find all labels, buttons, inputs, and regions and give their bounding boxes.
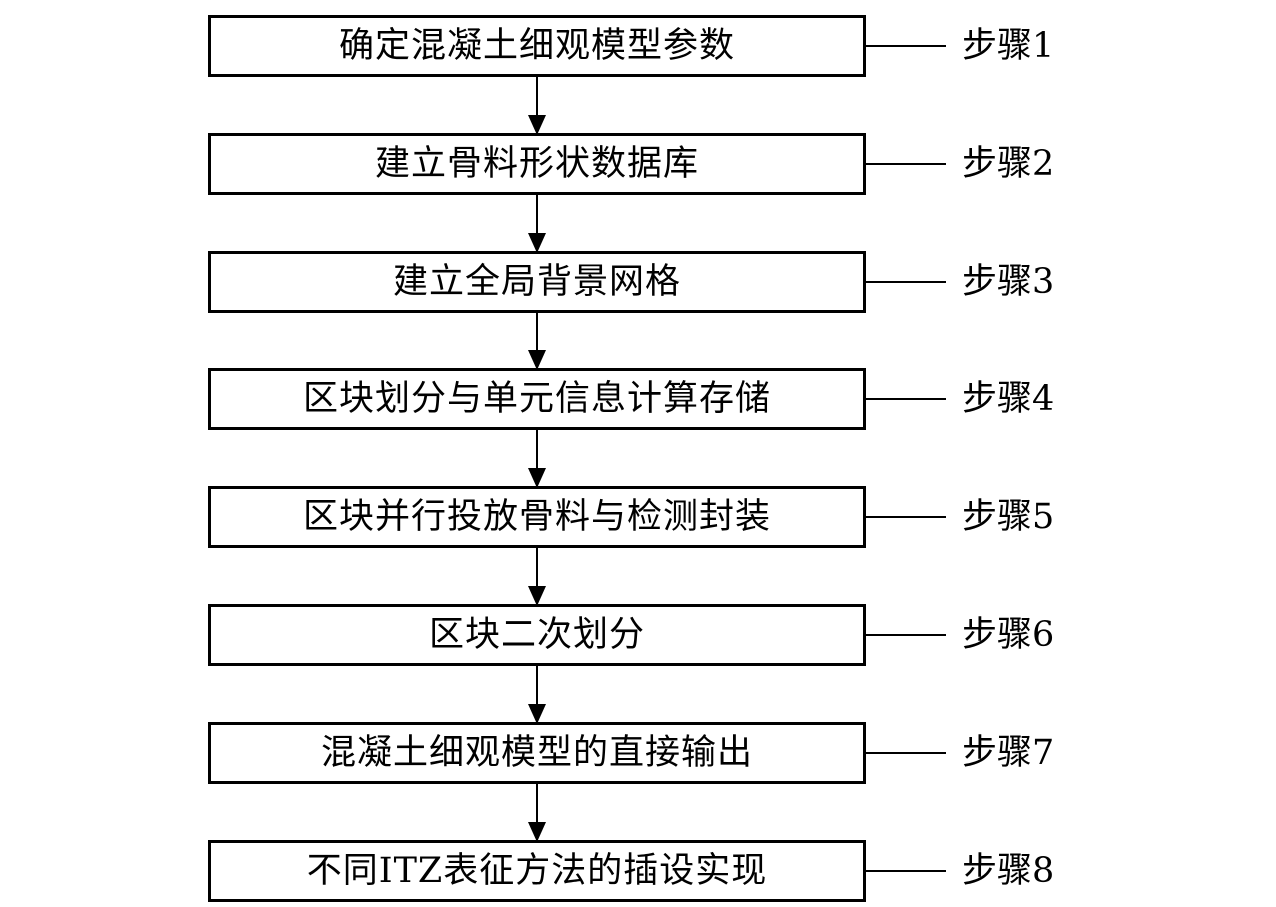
step-text: 区块二次划分	[428, 614, 645, 655]
step-connector-line	[866, 752, 946, 754]
step-box: 不同ITZ表征方法的插设实现	[208, 840, 866, 902]
step-label: 步骤2	[962, 144, 1055, 184]
flow-arrow	[528, 548, 546, 606]
flow-arrow	[528, 77, 546, 135]
arrow-down-icon	[528, 233, 546, 253]
step-box: 确定混凝土细观模型参数	[208, 15, 866, 77]
step-box: 区块二次划分	[208, 604, 866, 666]
flow-arrow	[528, 430, 546, 488]
step-connector-line	[866, 634, 946, 636]
step-box: 区块并行投放骨料与检测封装	[208, 486, 866, 548]
step-text: 建立骨料形状数据库	[374, 143, 699, 184]
step-label: 步骤5	[962, 497, 1055, 537]
step-connector-line	[866, 870, 946, 872]
arrow-down-icon	[528, 586, 546, 606]
flow-arrow	[528, 195, 546, 253]
step-connector-line	[866, 398, 946, 400]
flow-arrow	[528, 313, 546, 370]
step-connector-line	[866, 163, 946, 165]
step-label: 步骤7	[962, 733, 1055, 773]
step-label: 步骤1	[962, 26, 1055, 66]
step-connector-line	[866, 516, 946, 518]
step-text: 建立全局背景网格	[392, 261, 681, 302]
step-label: 步骤8	[962, 851, 1055, 891]
step-text: 区块并行投放骨料与检测封装	[302, 496, 771, 537]
flow-arrow	[528, 784, 546, 842]
step-label: 步骤4	[962, 379, 1055, 419]
step-box: 建立骨料形状数据库	[208, 133, 866, 195]
step-box: 建立全局背景网格	[208, 251, 866, 313]
step-text: 不同ITZ表征方法的插设实现	[306, 850, 768, 891]
step-box: 区块划分与单元信息计算存储	[208, 368, 866, 430]
step-connector-line	[866, 281, 946, 283]
arrow-down-icon	[528, 822, 546, 842]
step-text: 混凝土细观模型的直接输出	[320, 732, 753, 773]
step-label: 步骤3	[962, 262, 1055, 302]
flow-arrow	[528, 666, 546, 724]
step-text: 区块划分与单元信息计算存储	[302, 378, 771, 419]
step-label: 步骤6	[962, 615, 1055, 655]
step-connector-line	[866, 45, 946, 47]
step-text: 确定混凝土细观模型参数	[338, 25, 735, 66]
arrow-down-icon	[528, 115, 546, 135]
arrow-down-icon	[528, 350, 546, 370]
step-box: 混凝土细观模型的直接输出	[208, 722, 866, 784]
arrow-down-icon	[528, 704, 546, 724]
arrow-down-icon	[528, 468, 546, 488]
